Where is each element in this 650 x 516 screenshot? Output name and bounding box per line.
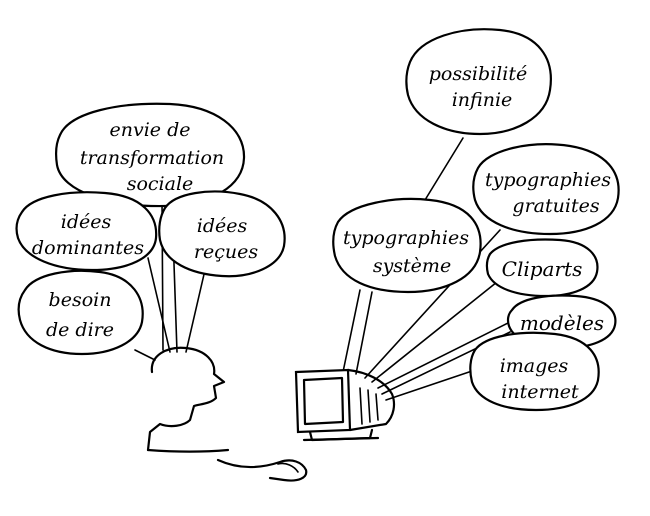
connector-systeme-2 — [355, 291, 373, 375]
bubble-transformation-line2: transformation — [80, 147, 224, 169]
bubble-dominantes-line2: dominantes — [32, 237, 144, 259]
bubble-typo-systeme: typographies système — [332, 197, 482, 294]
bubble-besoin-line1: besoin — [49, 289, 112, 311]
bubble-possibilite-line2: infinie — [452, 89, 513, 111]
bubble-recues-line1: idées — [197, 215, 248, 237]
bubble-besoin: besoin de dire — [17, 269, 144, 356]
computer-monitor — [294, 368, 396, 442]
person-head — [146, 346, 226, 452]
bubble-possibilite-line1: possibilité — [429, 63, 527, 85]
bubble-cliparts: Cliparts — [485, 238, 599, 298]
bubble-recues-line2: reçues — [194, 241, 258, 263]
bubble-images-internet-line1: images — [500, 355, 569, 377]
bubble-transformation-line1: envie de — [110, 119, 191, 141]
monitor-body — [346, 368, 396, 432]
bubble-typo-gratuites-line1: typographies — [485, 169, 611, 191]
bubble-cliparts-label: Cliparts — [502, 257, 583, 281]
monitor-base — [302, 436, 380, 442]
bubble-dominantes: idées dominantes — [15, 191, 158, 272]
bubble-typo-systeme-line2: système — [373, 255, 451, 277]
bubble-images-internet-line2: internet — [501, 381, 579, 403]
bubble-transformation: envie de transformation sociale — [54, 102, 246, 208]
bubble-transformation-line3: sociale — [127, 173, 194, 195]
bubble-images-internet: images internet — [469, 331, 600, 412]
bubble-typo-gratuites-line2: gratuites — [512, 195, 599, 217]
bubble-possibilite: possibilité infinie — [405, 28, 552, 136]
bubble-besoin-line2: de dire — [46, 319, 114, 341]
connector-cliparts — [371, 281, 498, 383]
connector-images — [385, 369, 476, 401]
connector-dominantes — [147, 257, 171, 353]
connector-besoin — [134, 349, 156, 361]
monitor-vents — [359, 387, 379, 425]
person-arm — [216, 458, 308, 482]
bubble-typo-gratuites: typographies gratuites — [472, 143, 620, 236]
person-figure — [146, 346, 308, 482]
bubble-typo-systeme-line1: typographies — [343, 227, 469, 249]
bubble-dominantes-line1: idées — [61, 211, 112, 233]
connector-possibilite — [424, 137, 464, 201]
connector-modeles-1 — [377, 321, 511, 389]
person-shoulders — [146, 448, 230, 453]
bubble-recues: idées reçues — [158, 190, 286, 278]
person-hand — [277, 462, 299, 473]
bubble-modeles-label: modèles — [520, 311, 604, 335]
connector-recues — [185, 269, 206, 353]
monitor-screen — [302, 376, 345, 426]
connector-systeme-1 — [342, 289, 361, 373]
